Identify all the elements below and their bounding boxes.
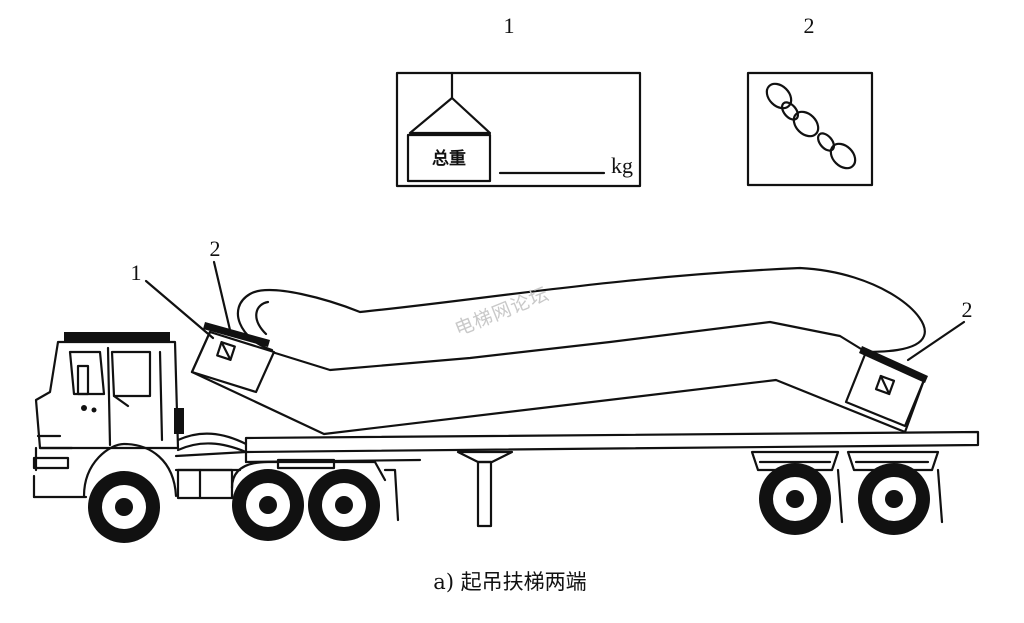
chain-icon <box>765 82 857 170</box>
left-lifting-plate <box>203 322 270 347</box>
wheel-front <box>88 471 160 543</box>
fuel-tank <box>176 468 234 500</box>
wheels <box>88 463 944 543</box>
escalator-truss <box>190 266 928 436</box>
mirror-icon <box>76 364 90 396</box>
wheel-rear-2 <box>858 463 930 535</box>
legend-box-chain <box>746 71 874 187</box>
wheel-rear-1 <box>759 463 831 535</box>
legend-number-1: 1 <box>504 13 515 38</box>
figure-caption: a) 起吊扶梯两端 <box>433 570 586 594</box>
left-end-box <box>190 330 276 394</box>
legend-box-weight: 总重 kg <box>395 71 642 188</box>
legend-number-2: 2 <box>804 13 815 38</box>
handrail-loop <box>237 266 926 354</box>
leader-right-2 <box>906 320 966 362</box>
watermark-text: 电梯网论坛 <box>452 283 553 341</box>
leader-left-1 <box>144 279 215 340</box>
weight-unit: kg <box>611 153 633 178</box>
cab-body <box>34 340 180 450</box>
callout-left-2: 2 <box>210 236 221 261</box>
callout-right-2: 2 <box>962 297 973 322</box>
rear-suspension <box>750 450 940 472</box>
callout-left-1: 1 <box>131 260 142 285</box>
truck-tractor <box>32 332 248 500</box>
trailer-deck <box>244 430 980 454</box>
wheel-drive-1 <box>232 469 304 541</box>
hook-triangle-icon <box>408 96 492 135</box>
total-weight-label: 总重 <box>432 148 466 169</box>
wheel-drive-2 <box>308 469 380 541</box>
right-lifting-plate <box>859 346 928 383</box>
trailer <box>230 430 980 528</box>
cab-roof <box>64 332 170 342</box>
leader-left-2 <box>212 260 232 332</box>
landing-gear-leg <box>476 460 493 528</box>
landing-gear-bracket <box>456 450 514 464</box>
weight-block <box>406 133 492 183</box>
